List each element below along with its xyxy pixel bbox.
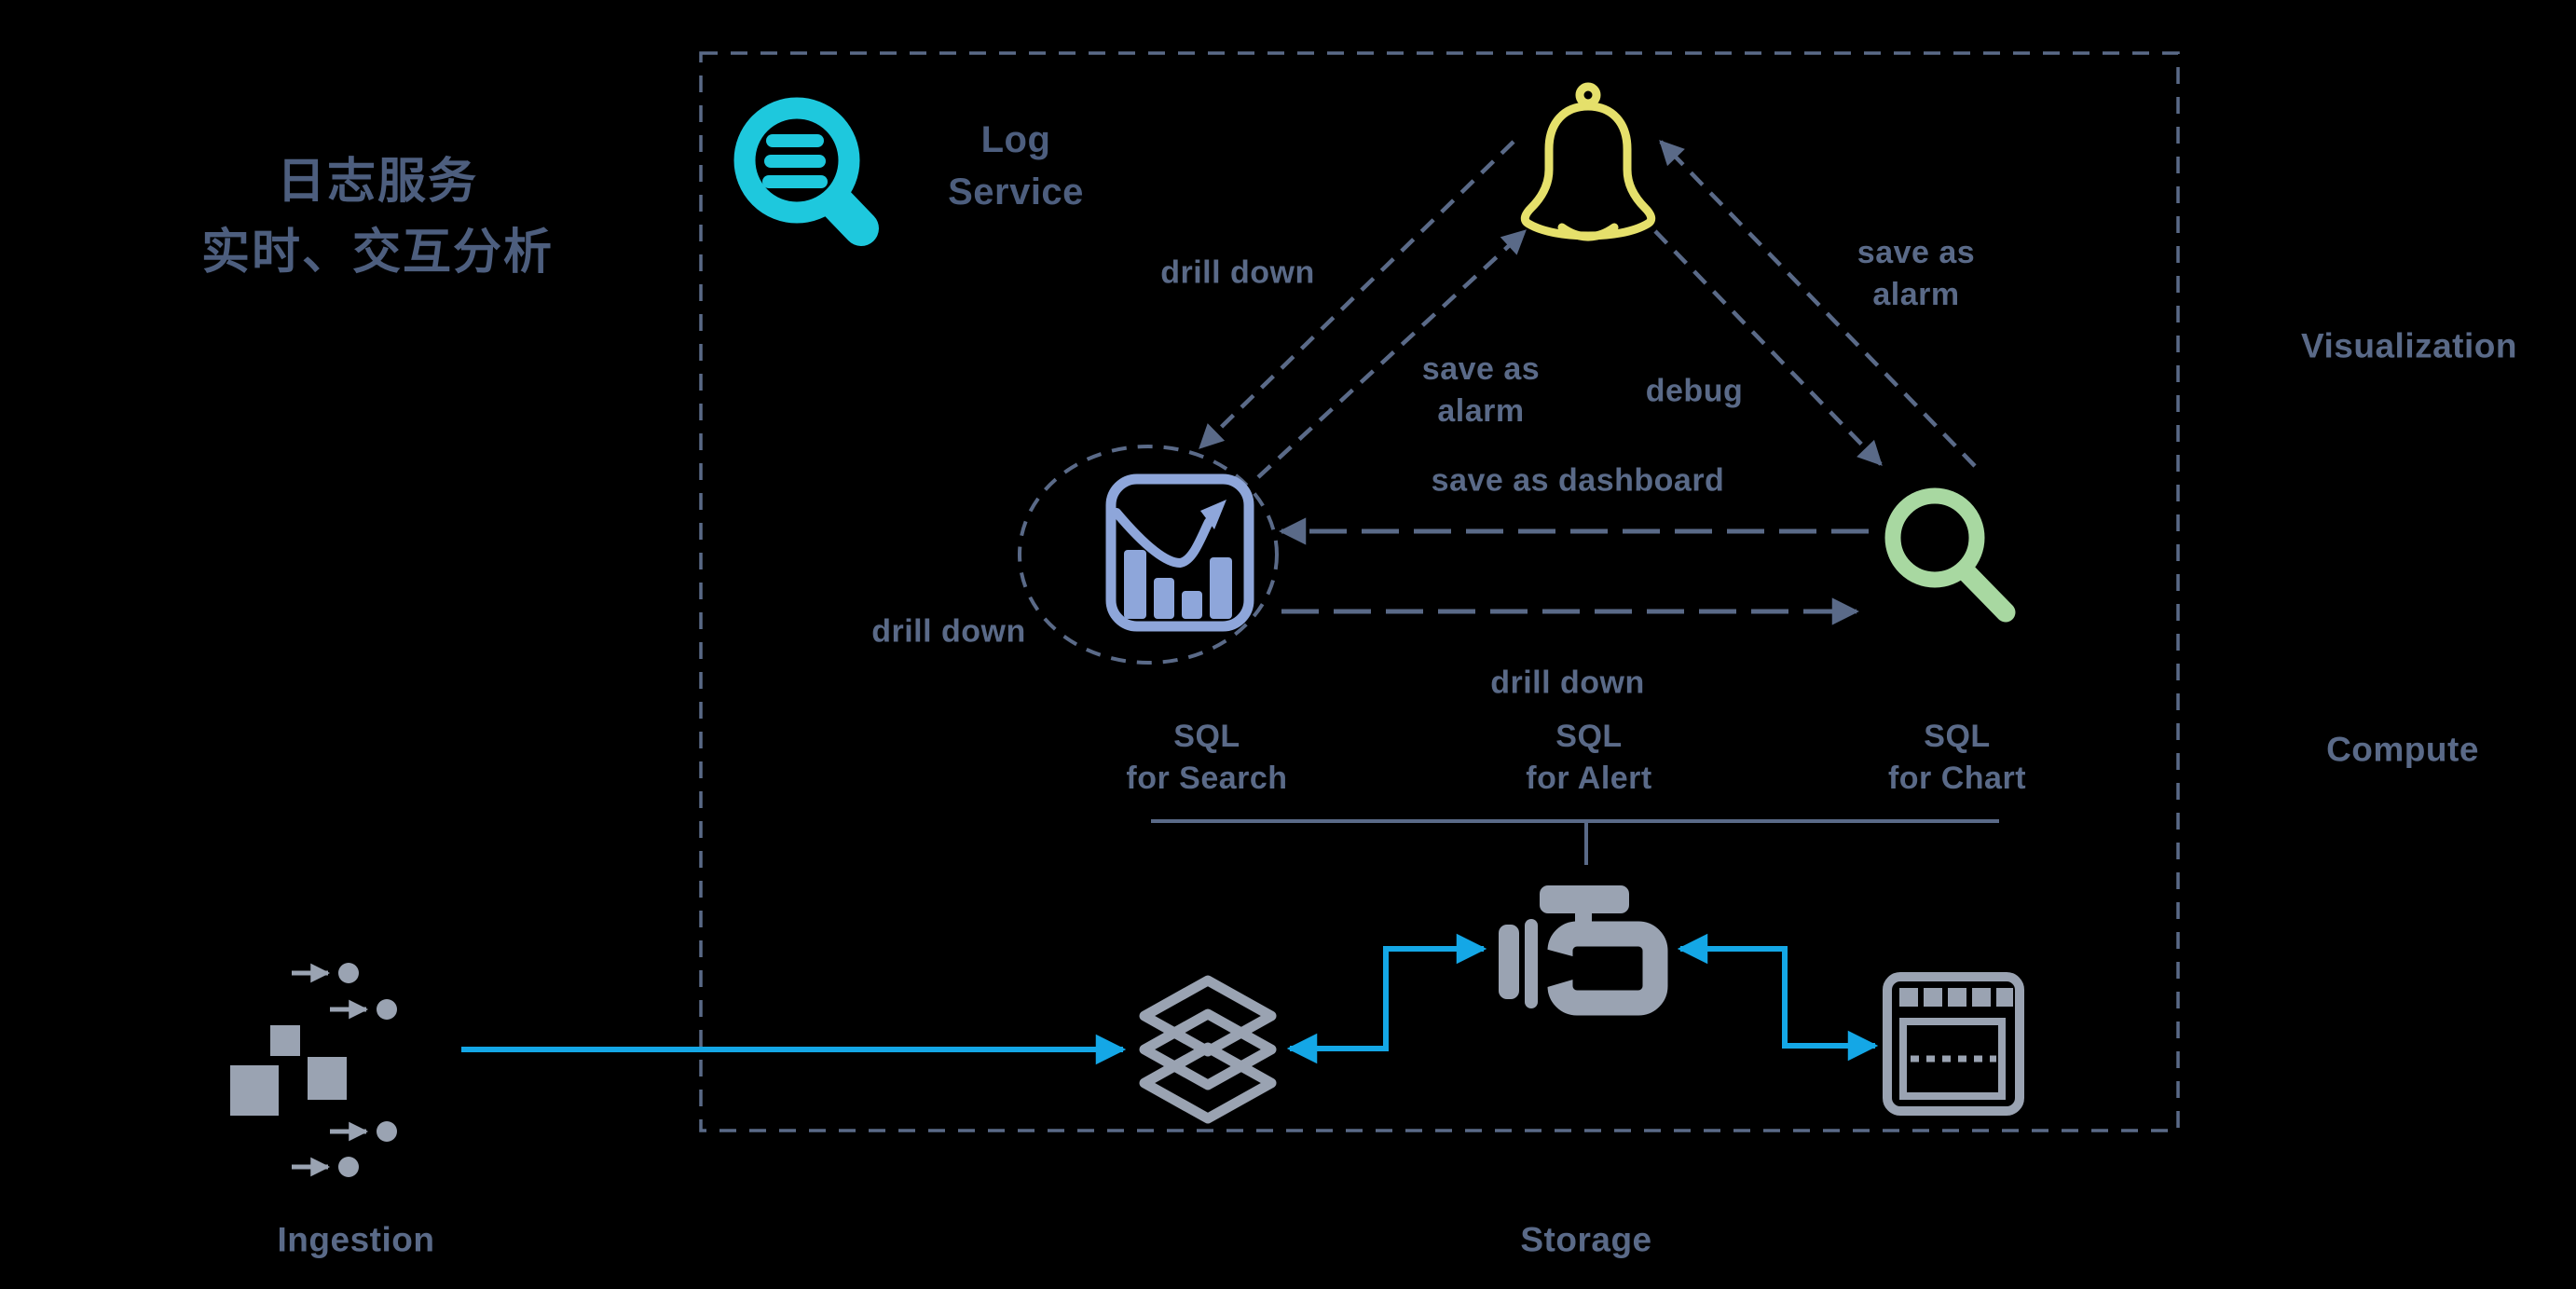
edge-label-drill-down-left: drill down — [1160, 254, 1315, 291]
node-label-sql-for-alert: SQL for Alert — [1526, 719, 1652, 796]
triangle-edges — [1199, 140, 1977, 625]
edge-drill-down-left — [1199, 140, 1515, 449]
logo-label: Log Service — [948, 119, 1084, 213]
region-label-ingestion: Ingestion — [277, 1220, 435, 1259]
table-report-icon — [1883, 972, 2024, 1116]
bar-chart-icon — [1105, 473, 1254, 632]
edge-label-drill-down-bottom: drill down — [1490, 665, 1645, 701]
region-label-compute: Compute — [2326, 730, 2479, 769]
region-label-storage: Storage — [1520, 1220, 1652, 1259]
headline: 日志服务 实时、交互分析 — [200, 155, 555, 280]
edge-label-save-as-dashboard: save as dashboard — [1431, 462, 1725, 499]
engine-icon — [1499, 885, 1668, 1016]
connector-engine-report — [1677, 933, 1879, 1062]
edge-label-drill-down-self: drill down — [871, 613, 1026, 650]
blue-connectors — [461, 933, 1879, 1065]
bell-icon — [1520, 82, 1656, 241]
log-service-logo-icon — [733, 97, 879, 246]
edge-label-debug: debug — [1645, 373, 1744, 409]
node-label-sql-for-chart: SQL for Chart — [1887, 719, 2027, 796]
layers-icon — [1139, 975, 1277, 1124]
edge-save-as-alarm-right — [1659, 140, 1977, 468]
service-boundary-box — [699, 51, 2180, 1132]
edge-label-save-as-alarm-left: save as alarm — [1421, 351, 1541, 429]
edge-label-save-as-alarm-right: save as alarm — [1857, 235, 1976, 312]
region-label-visualization: Visualization — [2301, 326, 2517, 365]
drill-down-self-loop — [1018, 445, 1279, 665]
edge-save-as-alarm-left — [1256, 229, 1527, 479]
connector-storage-engine — [1286, 933, 1487, 1064]
ingestion-sources-icon — [230, 963, 397, 1177]
node-label-sql-for-search: SQL for Search — [1126, 719, 1288, 796]
magnifier-icon — [1884, 487, 2016, 623]
sql-bracket — [1151, 819, 1999, 865]
edge-debug — [1653, 229, 1883, 466]
